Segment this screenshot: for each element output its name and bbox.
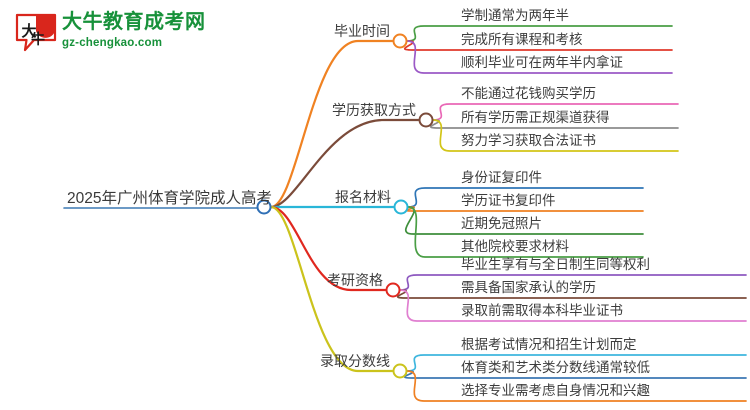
leaf-label-3-3[interactable]: 近期免冠照片 xyxy=(461,216,542,231)
branch-label-3[interactable]: 报名材料 xyxy=(335,189,391,205)
leaf-label-1-1[interactable]: 学制通常为两年半 xyxy=(461,8,569,23)
leaf-label-1-2[interactable]: 完成所有课程和考核 xyxy=(461,32,583,47)
mindmap-root-node[interactable] xyxy=(256,199,272,215)
leaf-connector-1-3 xyxy=(406,40,673,74)
branch-connector-1 xyxy=(269,39,394,209)
leaf-label-4-2[interactable]: 需具备国家承认的学历 xyxy=(461,280,596,295)
leaf-label-3-1[interactable]: 身份证复印件 xyxy=(461,170,542,185)
leaf-connector-2-1 xyxy=(432,103,679,121)
site-logo: 大 牛 大牛教育成考网 gz-chengkao.com xyxy=(14,8,205,56)
leaf-label-4-1[interactable]: 毕业生享有与全日制生同等权利 xyxy=(461,257,650,272)
leaf-connector-1-1 xyxy=(406,25,673,42)
leaf-connector-2-3 xyxy=(432,119,679,152)
svg-text:大: 大 xyxy=(21,22,36,40)
leaf-label-5-2[interactable]: 体育类和艺术类分数线通常较低 xyxy=(461,360,650,375)
branch-label-1[interactable]: 毕业时间 xyxy=(334,23,390,39)
leaf-label-3-2[interactable]: 学历证书复印件 xyxy=(461,193,556,208)
leaf-connector-4-3 xyxy=(399,289,747,322)
logo-mark-icon: 大 牛 xyxy=(15,13,57,52)
mindmap-nodes xyxy=(256,33,434,379)
leaf-label-2-1[interactable]: 不能通过花钱购买学历 xyxy=(461,86,596,101)
branch-node-1[interactable] xyxy=(392,33,408,49)
branch-connector-2 xyxy=(269,118,420,209)
leaf-label-2-2[interactable]: 所有学历需正规渠道获得 xyxy=(461,110,610,125)
leaf-label-2-3[interactable]: 努力学习获取合法证书 xyxy=(461,133,596,148)
branch-node-4[interactable] xyxy=(385,282,401,298)
branch-connector-4 xyxy=(269,205,387,292)
mindmap-connectors xyxy=(63,25,747,402)
branch-label-5[interactable]: 录取分数线 xyxy=(320,353,390,369)
leaf-label-4-3[interactable]: 录取前需取得本科毕业证书 xyxy=(461,303,623,318)
leaf-label-5-1[interactable]: 根据考试情况和招生计划而定 xyxy=(461,337,637,352)
branch-node-5[interactable] xyxy=(392,363,408,379)
branch-connector-5 xyxy=(269,205,394,373)
branch-label-2[interactable]: 学历获取方式 xyxy=(332,102,416,118)
leaf-label-5-3[interactable]: 选择专业需考虑自身情况和兴趣 xyxy=(461,383,650,398)
leaf-label-1-3[interactable]: 顺利毕业可在两年半内拿证 xyxy=(461,55,623,70)
logo-title: 大牛教育成考网 xyxy=(62,11,206,33)
logo-text: 大牛教育成考网 gz-chengkao.com xyxy=(62,11,206,51)
branch-label-4[interactable]: 考研资格 xyxy=(327,272,383,288)
leaf-connector-3-4 xyxy=(407,206,644,258)
svg-text:牛: 牛 xyxy=(31,31,45,47)
branch-node-2[interactable] xyxy=(418,112,434,128)
leaf-connector-4-1 xyxy=(399,274,747,291)
branch-node-3[interactable] xyxy=(393,199,409,215)
logo-subtitle: gz-chengkao.com xyxy=(62,37,163,49)
mindmap-root-label[interactable]: 2025年广州体育学院成人高考 xyxy=(67,190,272,207)
leaf-connector-5-3 xyxy=(406,370,747,402)
leaf-label-3-4[interactable]: 其他院校要求材料 xyxy=(461,239,569,254)
